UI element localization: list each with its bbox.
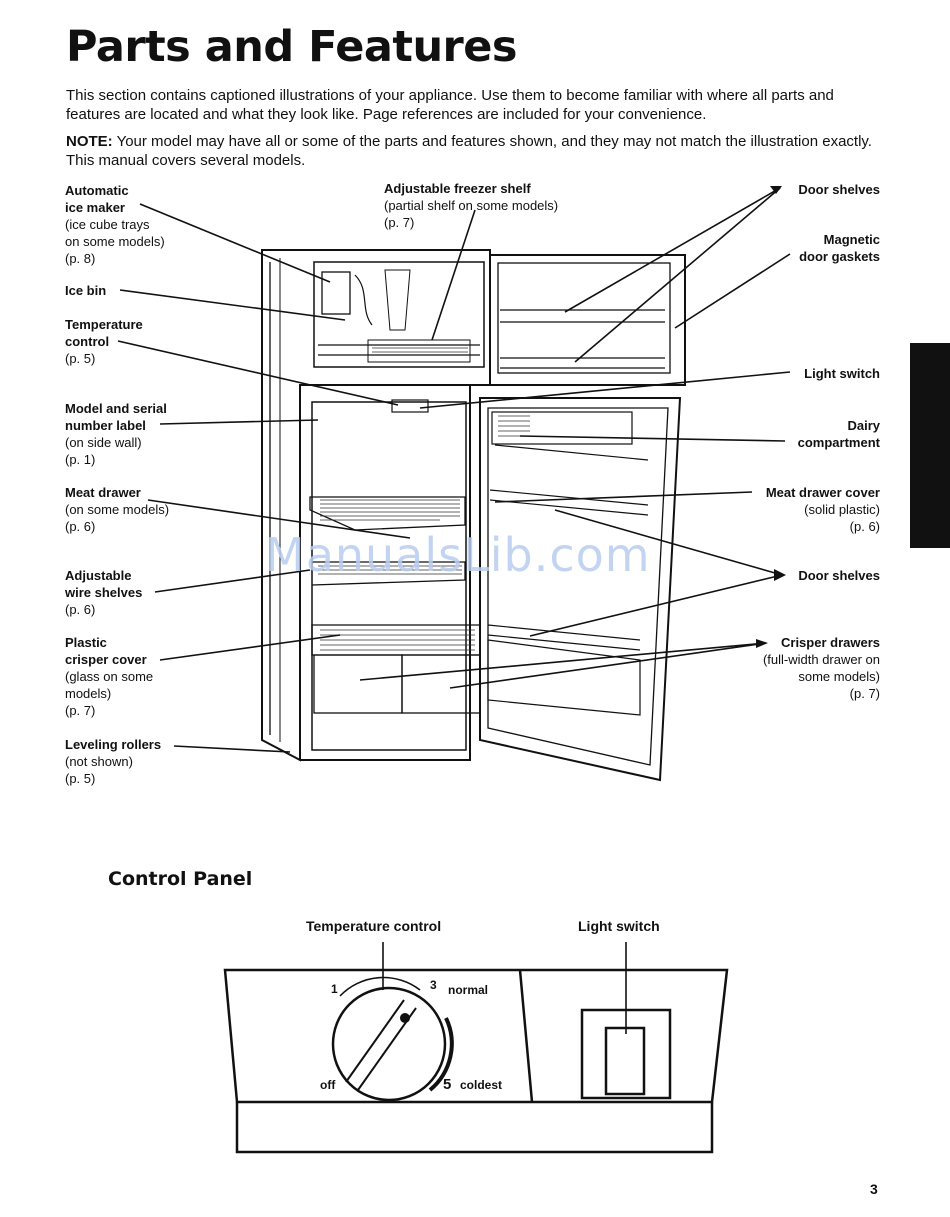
label-heading: Light switch: [804, 366, 880, 381]
dial-mark-normal: normal: [448, 983, 489, 997]
label-sub: (p. 7): [65, 703, 96, 718]
label-heading: Crisper drawers: [781, 635, 880, 650]
label-wire-shelves: Adjustable wire shelves (p. 6): [65, 567, 142, 618]
label-heading: Adjustable freezer shelf: [384, 181, 531, 196]
label-heading: door gaskets: [799, 249, 880, 264]
label-freezer-shelf: Adjustable freezer shelf (partial shelf …: [384, 180, 558, 231]
label-heading: crisper cover: [65, 652, 147, 667]
label-heading: Door shelves: [798, 568, 880, 583]
label-sub: (p. 5): [65, 771, 96, 786]
label-heading: Temperature: [65, 317, 143, 332]
cp-temperature-label: Temperature control: [306, 918, 442, 934]
label-sub: (p. 6): [65, 602, 96, 617]
label-heading: control: [65, 334, 110, 349]
label-heading: Door shelves: [798, 182, 880, 197]
label-sub: models): [65, 686, 112, 701]
label-sub: (p. 6): [65, 519, 96, 534]
label-heading: Magnetic: [823, 232, 880, 247]
dial-mark-5: 5: [443, 1076, 452, 1093]
label-heading: Plastic: [65, 635, 107, 650]
label-sub: (on side wall): [65, 435, 142, 450]
label-sub: (on some models): [65, 502, 170, 517]
label-crisper-drawers: Crisper drawers (full-width drawer on so…: [763, 634, 880, 702]
control-panel-heading: Control Panel: [108, 868, 253, 890]
label-meat-drawer: Meat drawer (on some models) (p. 6): [65, 484, 169, 535]
label-sub: (p. 7): [384, 215, 415, 230]
label-automatic-ice-maker: Automatic ice maker (ice cube trays on s…: [65, 182, 165, 267]
label-heading: Automatic: [65, 183, 129, 198]
label-sub: (p. 6): [849, 519, 880, 534]
label-heading: Adjustable: [65, 568, 132, 583]
label-sub: (full-width drawer on: [762, 652, 880, 667]
section-tab: [910, 343, 950, 548]
label-sub: (p. 5): [65, 351, 96, 366]
label-sub: (p. 1): [65, 452, 96, 467]
page-title: Parts and Features: [66, 22, 518, 72]
label-heading: Leveling rollers: [65, 737, 162, 752]
watermark: ManualsLib.com: [265, 528, 651, 582]
label-heading: Model and serial: [65, 401, 167, 416]
label-heading: Meat drawer: [65, 485, 141, 500]
label-sub: (p. 8): [65, 251, 96, 266]
label-door-shelves-bottom: Door shelves: [798, 567, 880, 584]
label-ice-bin: Ice bin: [65, 282, 106, 299]
label-sub: (ice cube trays: [65, 217, 150, 232]
intro-paragraph: This section contains captioned illustra…: [66, 87, 834, 123]
label-door-shelves-top: Door shelves: [798, 181, 880, 198]
label-meat-drawer-cover: Meat drawer cover (solid plastic) (p. 6): [766, 484, 880, 535]
label-sub: (glass on some: [65, 669, 154, 684]
label-heading: Ice bin: [65, 283, 107, 298]
note-paragraph: NOTE: Your model may have all or some of…: [66, 132, 886, 170]
page-number: 3: [870, 1181, 878, 1197]
label-sub: (solid plastic): [804, 502, 880, 517]
label-leveling-rollers: Leveling rollers (not shown) (p. 5): [65, 736, 161, 787]
label-heading: number label: [65, 418, 146, 433]
label-dairy-compartment: Dairy compartment: [798, 417, 880, 451]
cp-light-switch-label: Light switch: [578, 918, 660, 934]
label-temperature-control: Temperature control (p. 5): [65, 316, 143, 367]
label-heading: wire shelves: [65, 585, 143, 600]
label-sub: on some models): [65, 234, 165, 249]
label-model-serial: Model and serial number label (on side w…: [65, 400, 167, 468]
label-sub: (p. 7): [849, 686, 880, 701]
label-sub: some models): [798, 669, 880, 684]
dial-mark-off: off: [320, 1078, 336, 1092]
dial-mark-3: 3: [430, 978, 437, 992]
label-sub: (partial shelf on some models): [384, 198, 559, 213]
label-heading: compartment: [797, 435, 880, 450]
note-label: NOTE:: [66, 133, 113, 150]
label-magnetic-gaskets: Magnetic door gaskets: [799, 231, 880, 265]
label-sub: (not shown): [65, 754, 133, 769]
dial-mark-1: 1: [331, 982, 338, 996]
label-heading: Meat drawer cover: [765, 485, 880, 500]
label-heading: Dairy: [847, 418, 880, 433]
label-light-switch: Light switch: [804, 365, 880, 382]
label-crisper-cover: Plastic crisper cover (glass on some mod…: [65, 634, 153, 719]
dial-mark-coldest: coldest: [460, 1078, 503, 1092]
note-text: Your model may have all or some of the p…: [66, 133, 872, 169]
label-heading: ice maker: [65, 200, 125, 215]
